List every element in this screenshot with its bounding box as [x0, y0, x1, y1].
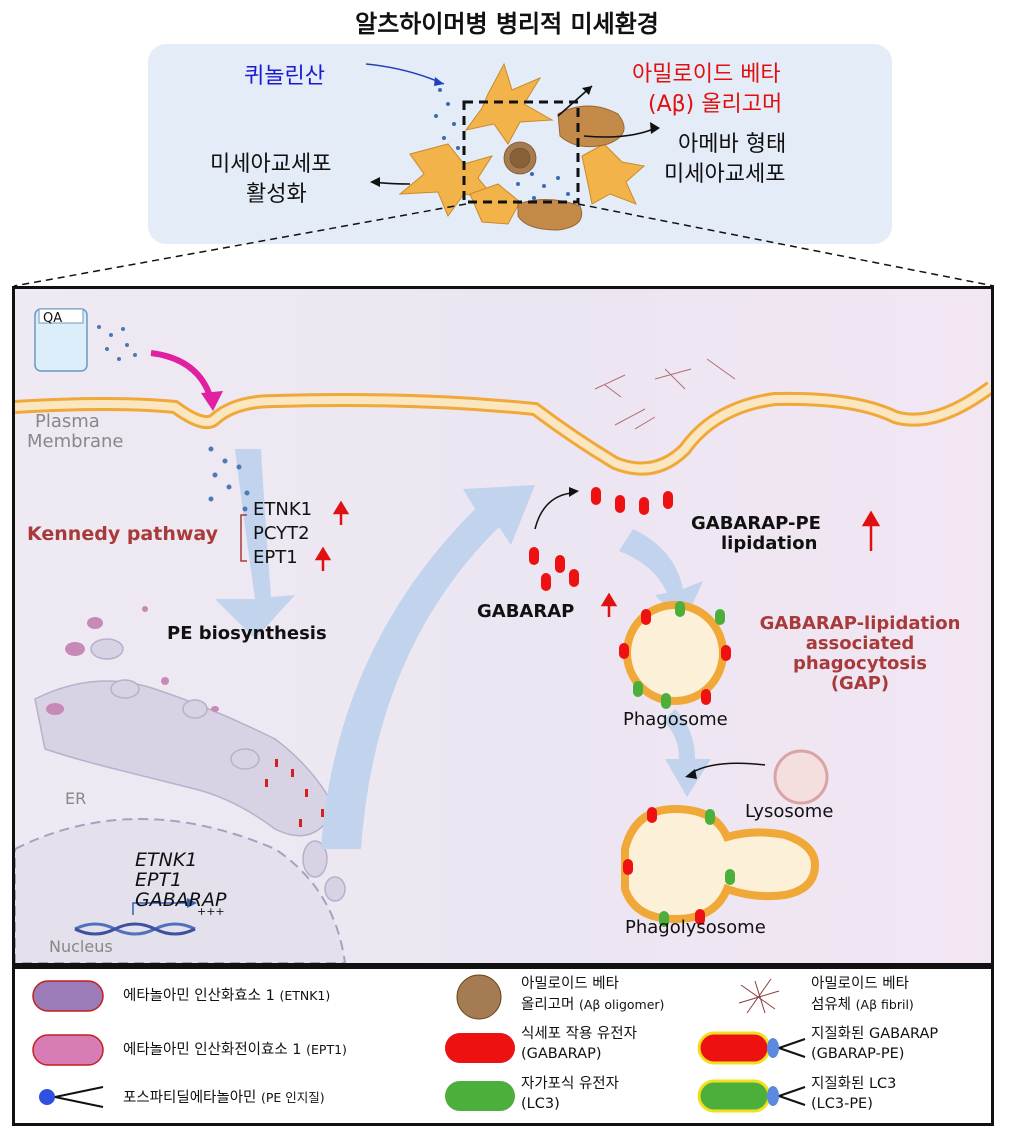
activation-label-2: 활성화 [246, 182, 307, 207]
legend-gabarap-swatch [445, 1033, 515, 1063]
dna-strand-2 [74, 922, 196, 936]
nucleus-gene-ept1: EPT1 [135, 869, 183, 891]
gabarap-molecules [529, 487, 673, 591]
amoeboid-label-1: 아메바 형태 [678, 132, 787, 157]
transcription-plus: +++ [197, 905, 225, 918]
legend-fibril-swatch [738, 978, 780, 1014]
lysosome-label: Lysosome [745, 801, 834, 822]
legend-gabarap-text-2: (GABARAP) [521, 1046, 602, 1062]
lysosome-fusion-arrow [690, 762, 766, 774]
legend-fibril-text-2: 섬유체 (Aβ fibril) [811, 997, 914, 1013]
legend-gabarap-text-1: 식세포 작용 유전자 [521, 1026, 637, 1042]
nucleus-gene-etnk1: ETNK1 [135, 849, 198, 871]
phagolysosome-lc3 [659, 809, 735, 927]
legend-lc3-text-1: 자가포식 유전자 [521, 1076, 619, 1092]
gap-label-1: GABARAP-lipidation [759, 613, 961, 634]
er-gabarap-fragments [265, 759, 324, 827]
abeta-oligomer-label-2: (Aβ) 올리고머 [648, 92, 783, 117]
gap-label-2: associated [805, 633, 915, 654]
abeta-oligomer-label-1: 아밀로이드 베타 [632, 62, 781, 87]
lysosome [773, 749, 829, 805]
gene-etnk1: ETNK1 [253, 499, 313, 520]
legend-etnk1-swatch [32, 980, 104, 1012]
kennedy-bracket [240, 514, 247, 562]
transcription-arrow [132, 902, 191, 915]
abeta-oligomer-cluster [503, 141, 537, 175]
phagosome-label: Phagosome [623, 709, 728, 730]
gene-pcyt2: PCYT2 [253, 523, 310, 544]
gap-label-3: phagocytosis [792, 653, 928, 674]
amoeboid-label-2: 미세아교세포 [664, 162, 786, 187]
legend-oligomer-text-1: 아밀로이드 베타 [521, 976, 619, 992]
legend-pe-text: 포스파티딜에타놀아민 (PE 인지질) [123, 1090, 325, 1106]
quinolinic-acid-label: 퀴놀린산 [244, 64, 325, 89]
upregulation-arrows [314, 500, 881, 617]
nucleus-label: Nucleus [49, 937, 113, 956]
flow-arrow-up [321, 485, 535, 849]
gap-label-4: (GAP) [830, 673, 890, 694]
gabarap-recruit-arrow [534, 492, 572, 530]
legend-oligomer-text-2: 올리고머 (Aβ oligomer) [521, 997, 665, 1013]
legend-lc3-pe-text-1: 지질화된 LC3 [811, 1076, 897, 1092]
legend-oligomer-swatch [456, 974, 502, 1020]
plasma-membrane-label-1: Plasma [35, 411, 100, 432]
plasma-membrane-label-2: Membrane [27, 431, 124, 452]
flow-arrow-down [215, 449, 295, 639]
zoom-connectors [13, 203, 995, 287]
legend-lc3-swatch [445, 1081, 515, 1111]
phagolysosome-label: Phagolysosome [625, 917, 766, 938]
er-vesicles [46, 606, 219, 715]
legend-pe-swatch [39, 1086, 104, 1108]
phagolysosome [621, 804, 820, 924]
mechanism-panel: QA Plasma Membrane Kennedy pathway ETNK1… [12, 286, 994, 966]
legend-ept1-swatch [32, 1034, 104, 1066]
flow-arrow-phagosome [619, 529, 703, 625]
zoom-box [462, 100, 580, 204]
legend-swatches [32, 974, 806, 1113]
microglia-cells [398, 62, 646, 225]
phagosome-lc3 [633, 601, 725, 709]
lipidation-label-1: GABARAP-PE [691, 513, 821, 534]
phagolysosome-gabarap [623, 807, 705, 925]
qa-dots [97, 325, 250, 512]
legend-lc3-pe-text-2: (LC3-PE) [811, 1096, 873, 1112]
mechanism-illustration [15, 308, 991, 963]
qa-label: QA [43, 311, 63, 326]
legend-gabarap-pe-text-1: 지질화된 GABARAP [811, 1026, 939, 1042]
er-label: ER [65, 789, 87, 808]
gabarap-label: GABARAP [477, 601, 575, 622]
legend-ept1-text: 에타놀아민 인산화전이효소 1 (EPT1) [123, 1042, 347, 1058]
kennedy-pathway-label: Kennedy pathway [27, 523, 219, 545]
endoplasmic-reticulum [34, 638, 346, 902]
lipidation-label-2: lipidation [721, 533, 818, 554]
flow-arrow-phagolysosome [663, 709, 711, 797]
legend-lc3-text-2: (LC3) [521, 1096, 560, 1112]
activation-label-1: 미세아교세포 [210, 152, 332, 177]
qa-entry-arrow [150, 350, 214, 400]
figure-title: 알츠하이머병 병리적 미세환경 [355, 10, 659, 38]
legend-lc3-pe-swatch [697, 1079, 806, 1113]
nucleus-gene-gabarap: GABARAP [135, 889, 227, 911]
legend-etnk1-text: 에타놀아민 인산화효소 1 (ETNK1) [123, 988, 331, 1004]
legend-gabarap-pe-swatch [697, 1031, 806, 1065]
pe-biosynthesis-label: PE biosynthesis [167, 623, 327, 644]
nucleus-outline [15, 818, 347, 963]
dna-strand-1 [74, 922, 196, 936]
gene-ept1: EPT1 [253, 547, 298, 568]
legend: 에타놀아민 인산화효소 1 (ETNK1) 에타놀아민 인산화전이효소 1 (E… [12, 966, 994, 1126]
legend-gabarap-pe-text-2: (GBARAP-PE) [811, 1046, 905, 1062]
microenvironment-panel: 퀴놀린산 아밀로이드 베타 (Aβ) 올리고머 아메바 형태 미세아교세포 미세… [148, 44, 892, 244]
microglia-illustration [365, 62, 660, 231]
abeta-fibrils [594, 358, 736, 430]
phagosome-gabarap [619, 609, 731, 705]
legend-fibril-text-1: 아밀로이드 베타 [811, 976, 909, 992]
